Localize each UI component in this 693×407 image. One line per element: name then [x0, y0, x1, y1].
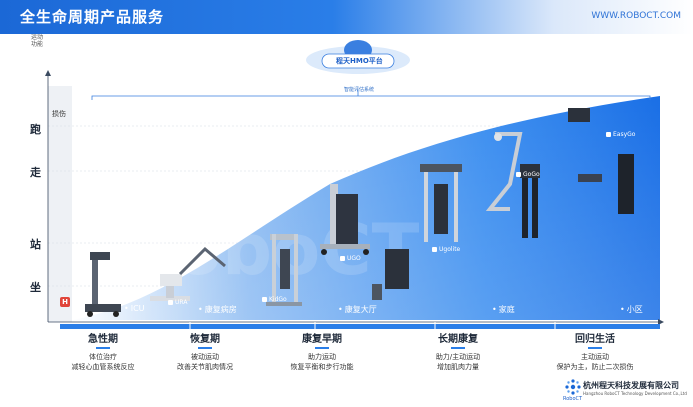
device-kidgo: KidGo — [262, 296, 287, 303]
roboct-logo-icon — [565, 379, 581, 395]
device-kidgo-graphic — [266, 234, 302, 306]
device-easygo: EasyGo — [606, 131, 635, 138]
device-ugo2-graphic — [372, 249, 409, 300]
level-run: 跑 — [30, 123, 41, 136]
stage-underline — [96, 347, 110, 349]
stage-desc-line: 保护为主，防止二次损伤 — [556, 363, 634, 371]
location-icu: ICU — [124, 304, 145, 313]
chart-graphic: RoboCT — [45, 70, 664, 329]
stage-long-term: 长期康复 助力/主动运动 增加肌肉力量 — [408, 330, 508, 372]
device-gogo: GoGo — [516, 171, 540, 178]
device-ufu-graphic — [85, 252, 121, 317]
stage-name: 急性期 — [88, 334, 118, 345]
stage-return-life: 回归生活 主动运动 保护为主，防止二次损伤 — [540, 330, 650, 372]
lifecycle-chart: RoboCT — [0, 34, 693, 407]
device-ugolite-graphic — [420, 164, 462, 242]
stage-desc-line: 助力/主动运动 — [435, 353, 481, 361]
stage-desc-line: 被动运动 — [191, 353, 219, 361]
company-name: 杭州程天科技发展有限公司 — [583, 381, 679, 390]
device-ura-graphic — [150, 246, 226, 301]
yaxis-title: 运动功能 — [30, 34, 43, 48]
location-ward: 康复病房 — [198, 304, 237, 315]
device-ura: URA — [168, 299, 187, 306]
stage-bar — [60, 324, 660, 329]
level-walk: 走 — [30, 166, 41, 179]
device-gogo-graphic — [520, 164, 540, 238]
stage-desc-line: 助力运动 — [308, 353, 336, 361]
device-ufu: UFU — [100, 292, 119, 299]
stage-desc-line: 体位治疗 — [89, 353, 117, 361]
device-ugolite: Ugolite — [432, 246, 460, 253]
stage-desc-line: 改善关节肌肉情况 — [177, 363, 233, 371]
website-url[interactable]: WWW.ROBOCT.COM — [591, 11, 681, 21]
stage-name: 回归生活 — [575, 334, 615, 345]
stage-underline — [198, 347, 212, 349]
stage-desc-line: 主动运动 — [581, 353, 609, 361]
stage-early-rehab: 康复早期 助力运动 恢复平衡和步行功能 — [272, 330, 372, 372]
injury-band — [48, 86, 72, 322]
stage-desc-line: 增加肌肉力量 — [437, 363, 479, 371]
location-hall: 康复大厅 — [338, 304, 377, 315]
page-title: 全生命周期产品服务 — [20, 8, 165, 26]
stage-underline — [315, 347, 329, 349]
device-ugo-graphic — [320, 184, 370, 255]
stage-underline — [451, 347, 465, 349]
stage-underline — [588, 347, 602, 349]
injury-label: 损伤 — [52, 110, 66, 118]
hospital-icon: H — [60, 297, 70, 307]
level-stand: 站 — [30, 238, 41, 251]
stage-desc-line: 减轻心血管系统反应 — [71, 363, 135, 371]
device-ugo: UGO — [340, 255, 361, 262]
stage-desc-line: 恢复平衡和步行功能 — [290, 363, 354, 371]
location-community: 小区 — [620, 304, 643, 315]
stage-name: 康复早期 — [302, 334, 342, 345]
cloud-icon — [306, 40, 410, 74]
company-en-name: Hangzhou RoboCT Technology Development C… — [583, 391, 687, 396]
stage-recovery: 恢复期 被动运动 改善关节肌肉情况 — [160, 330, 250, 372]
platform-sub: 智能评估系统 — [344, 87, 375, 93]
header-bar: 全生命周期产品服务 WWW.ROBOCT.COM — [0, 0, 693, 34]
level-sit: 坐 — [30, 281, 41, 294]
stage-name: 长期康复 — [438, 334, 478, 345]
company-brand: RoboCT — [563, 396, 583, 402]
company-block: 杭州程天科技发展有限公司 Hangzhou RoboCT Technology … — [563, 377, 693, 407]
device-walker-graphic — [485, 132, 523, 211]
platform-name: 程天HMO平台 — [336, 57, 383, 65]
stage-acute: 急性期 体位治疗 减轻心血管系统反应 — [58, 330, 148, 372]
stage-name: 恢复期 — [190, 334, 220, 345]
location-home: 家庭 — [492, 304, 515, 315]
device-easygo-graphic — [568, 108, 634, 214]
